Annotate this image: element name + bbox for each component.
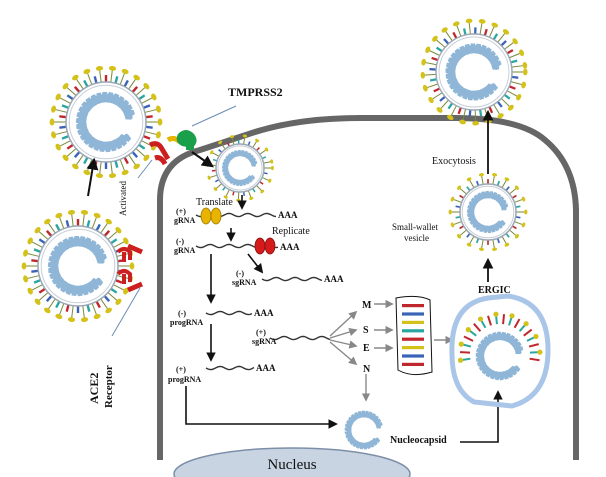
ergic-compartment: [449, 293, 551, 409]
virion-activated: [49, 65, 163, 179]
nucleocapsid-label: Nucleocapsid: [390, 435, 447, 446]
polyA-4: AAA: [254, 308, 274, 318]
cell-membrane: [157, 115, 579, 460]
svg-text:(-): (-): [236, 269, 244, 278]
sgRNA-neg-label: sgRNA: [232, 278, 257, 287]
polymerase-icon: [254, 237, 276, 255]
gRNA-neg-label: gRNA: [174, 246, 196, 255]
gRNA-pos-label: gRNA: [174, 216, 196, 225]
er-membrane-strip: [395, 295, 433, 376]
virion-vesicle: [448, 173, 528, 251]
nucleocapsid-coil: [344, 410, 383, 450]
n-protein-label: N: [363, 364, 371, 375]
protein-arrows: [329, 299, 454, 402]
svg-text:(-): (-): [178, 309, 186, 318]
tmprss2-protein: [176, 130, 197, 150]
progRNA-pos-label: progRNA: [168, 375, 201, 384]
virion-released: [420, 18, 528, 126]
svg-text:(+): (+): [256, 328, 266, 337]
ergic-label: ERGIC: [478, 285, 511, 296]
polyA-3: AAA: [324, 274, 344, 284]
rna-sgRNA-pos: [269, 335, 331, 341]
ergic-virion: [457, 311, 543, 381]
progRNA-neg-label: progRNA: [170, 318, 203, 327]
ace2-label: ACE2: [87, 373, 101, 404]
vesicle-label-1: Small-wallet: [392, 222, 438, 232]
polyA-2: AAA: [280, 242, 300, 252]
entry-arrow-in: [191, 151, 214, 168]
vesicle-label-2: vesicle: [404, 233, 429, 243]
tmprss2-label: TMPRSS2: [228, 85, 283, 99]
rna-sgRNA-neg: [261, 276, 323, 282]
sgRNA-pos-label: sgRNA: [252, 337, 277, 346]
rna-layer: [195, 212, 331, 371]
activated-label: Activated: [118, 181, 128, 216]
receptor-label: Receptor: [103, 365, 115, 408]
virion-layer: [21, 18, 543, 450]
virion-endosome: [206, 134, 274, 202]
ace2-receptors: [116, 243, 143, 293]
svg-text:(-): (-): [176, 237, 184, 246]
polyA-1: AAA: [278, 210, 298, 220]
virion-attaching: [21, 209, 135, 323]
entry-arrow-up: [86, 157, 99, 197]
translate-label: Translate: [196, 197, 233, 208]
polyA-5: AAA: [256, 363, 276, 373]
exocytosis-label: Exocytosis: [432, 156, 476, 167]
nucleus-label: Nucleus: [267, 457, 316, 473]
svg-text:(+): (+): [176, 365, 186, 374]
m-protein-label: M: [362, 300, 372, 311]
e-protein-label: E: [363, 343, 370, 354]
replicate-label: Replicate: [272, 226, 310, 237]
ribosome-icon: [200, 207, 222, 225]
s-protein-label: S: [363, 325, 369, 336]
rna-progRNA-pos: [205, 365, 255, 371]
nucleus: Nucleus: [173, 447, 411, 477]
rna-progRNA-neg: [205, 310, 253, 316]
svg-text:(+): (+): [176, 207, 186, 216]
